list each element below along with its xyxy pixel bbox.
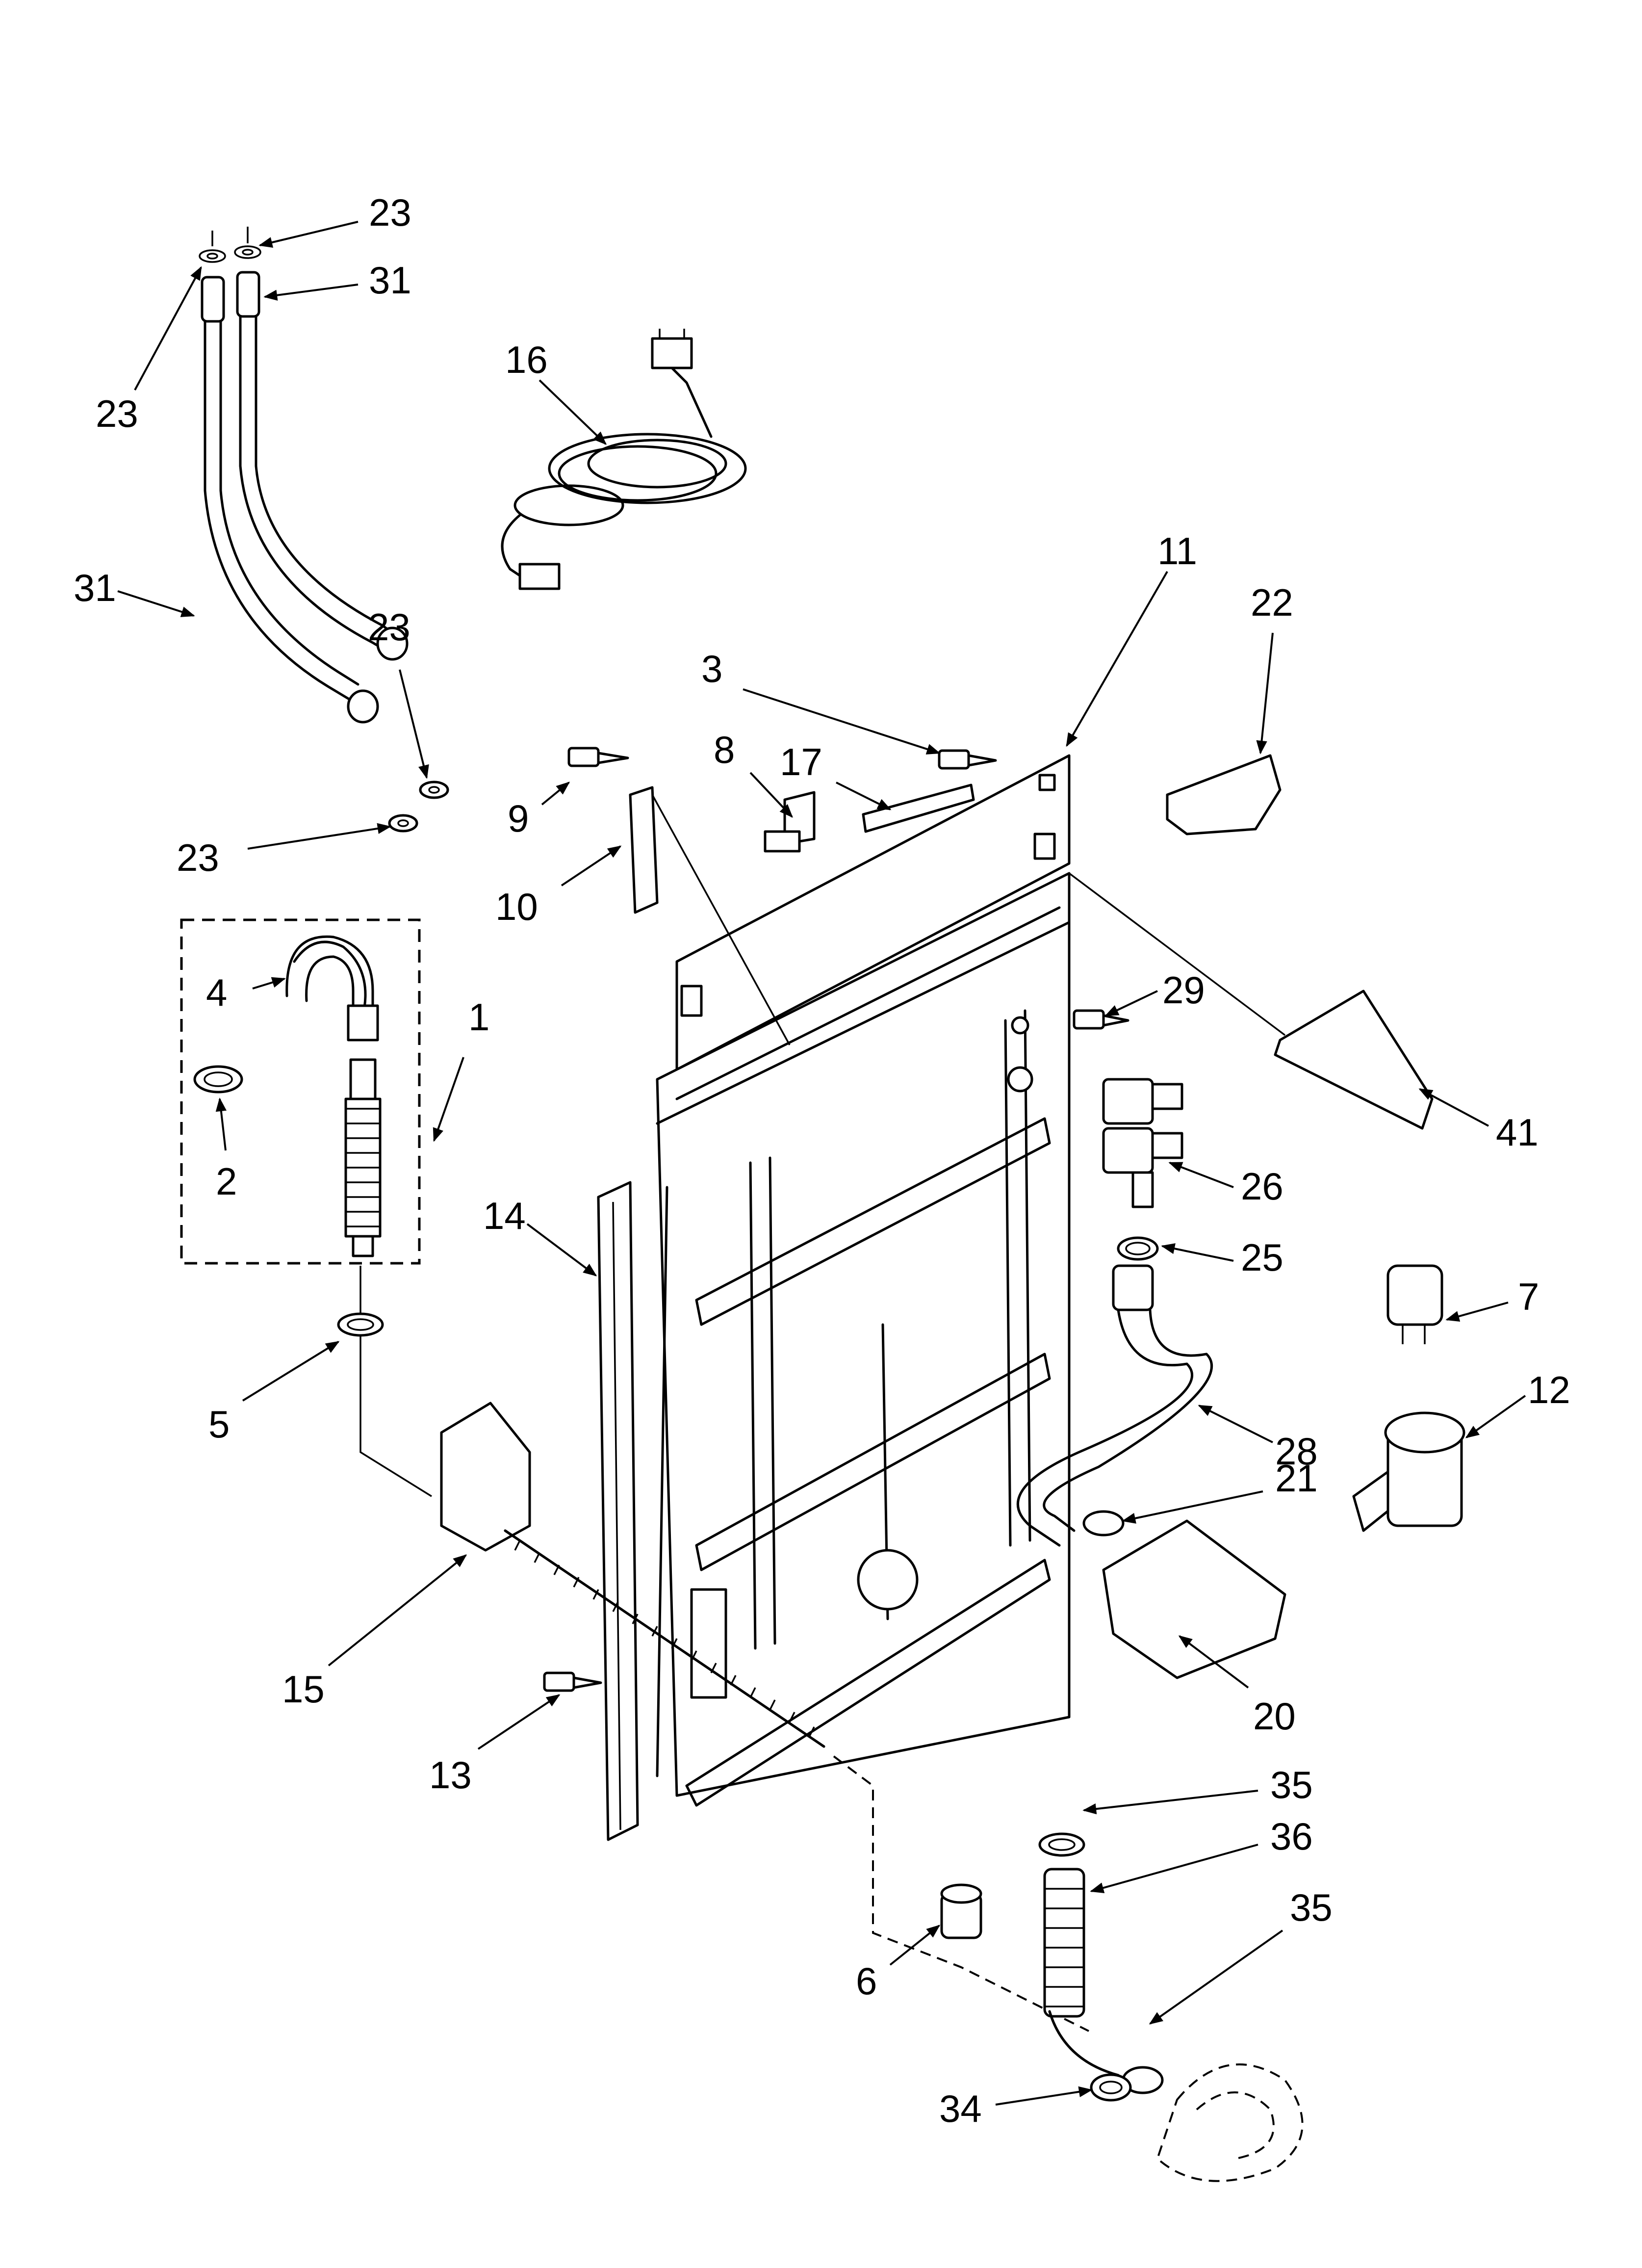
callout-17: 17: [780, 740, 822, 783]
capacitor-7: [1386, 1264, 1443, 1344]
bracket-22: [1166, 754, 1282, 835]
callout-28: 28: [1275, 1430, 1318, 1473]
callout-29: 29: [1162, 968, 1205, 1012]
callout-7: 7: [1518, 1275, 1539, 1318]
callout-10: 10: [495, 885, 538, 928]
callout-35-a: 35: [1270, 1763, 1313, 1806]
kit-1-box: [180, 918, 421, 1265]
callout-36: 36: [1270, 1815, 1313, 1858]
screw-3: [938, 749, 997, 770]
bracket-41: [1068, 872, 1434, 1130]
callout-23-c: 23: [368, 605, 410, 649]
pump-12: [1352, 1411, 1465, 1532]
clamp-34: [1090, 2073, 1132, 2102]
screw-9: [567, 747, 629, 767]
clamp-25: [1117, 1236, 1159, 1261]
pump-outline: [1156, 2063, 1304, 2182]
drain-hose-36: [1043, 1868, 1120, 2077]
side-rail-14: [597, 1181, 639, 1841]
callout-13: 13: [429, 1753, 472, 1797]
clamp-5: [337, 1266, 432, 1497]
callout-23-d: 23: [177, 836, 219, 879]
callout-4: 4: [206, 971, 227, 1014]
strap-10: [629, 786, 791, 1045]
callout-16: 16: [505, 338, 548, 381]
callout-31-b: 31: [74, 566, 116, 609]
callout-34: 34: [939, 2087, 982, 2130]
callout-35-b: 35: [1290, 1886, 1333, 1929]
callout-23-a: 23: [369, 191, 411, 234]
power-cord: [501, 329, 747, 590]
screw-29: [1073, 1009, 1129, 1030]
rear-panel: [656, 754, 1071, 1807]
screw-13: [543, 1671, 602, 1692]
callout-3: 3: [701, 647, 722, 690]
callout-labels: 23 31 23 16 31 11 22 23 3 8 17 9 23 10 4…: [74, 191, 1570, 2130]
callout-12: 12: [1528, 1368, 1570, 1411]
callout-21: 21: [1275, 1457, 1318, 1500]
callout-9: 9: [508, 797, 529, 840]
callout-23-b: 23: [96, 392, 138, 435]
water-valve-26: [1102, 1078, 1183, 1208]
callout-22: 22: [1251, 581, 1293, 624]
callout-31-a: 31: [369, 259, 411, 302]
callout-26: 26: [1241, 1165, 1283, 1208]
callout-14: 14: [483, 1194, 526, 1237]
strip-17: [862, 783, 975, 833]
callout-11: 11: [1157, 529, 1197, 573]
callout-6: 6: [856, 1959, 877, 2003]
inlet-hose-assembly: [199, 227, 449, 833]
callout-5: 5: [208, 1403, 230, 1446]
clamp-21: [1082, 1510, 1125, 1537]
clamp-35-top: [1038, 1832, 1085, 1857]
callout-2: 2: [216, 1160, 237, 1203]
callout-15: 15: [282, 1668, 325, 1711]
callout-25: 25: [1241, 1236, 1283, 1279]
leader-lines: [117, 221, 1526, 2106]
callout-1: 1: [468, 995, 489, 1039]
coupler-6: [940, 1883, 982, 1939]
tube-28: [1016, 1264, 1213, 1547]
dispenser-20: [1102, 1519, 1286, 1679]
callout-20: 20: [1253, 1694, 1296, 1738]
callout-8: 8: [714, 728, 735, 771]
callout-41: 41: [1496, 1111, 1539, 1154]
bracket-8: [764, 791, 816, 853]
drain-hose-15: [440, 1402, 1089, 2032]
